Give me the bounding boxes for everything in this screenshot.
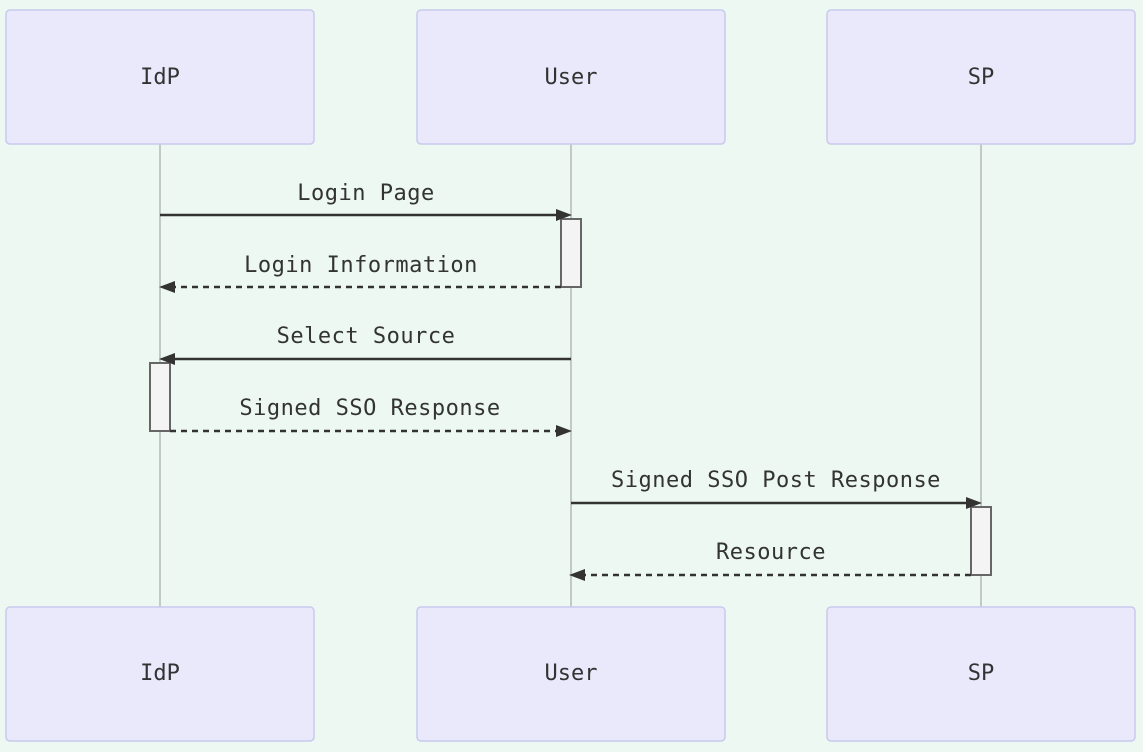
arrow-left-icon bbox=[159, 353, 175, 365]
message-label: Select Source bbox=[277, 324, 456, 349]
message-resource: Resource bbox=[569, 540, 971, 581]
arrow-right-icon bbox=[556, 209, 572, 221]
actor-label: IdP bbox=[140, 65, 180, 90]
message-label: Signed SSO Response bbox=[239, 396, 500, 421]
message-select-source: Select Source bbox=[159, 324, 571, 365]
actor-bottom-sp: SP bbox=[826, 606, 1136, 742]
message-label: Resource bbox=[716, 540, 826, 565]
actor-label: SP bbox=[968, 65, 995, 90]
actor-top-idp: IdP bbox=[5, 9, 315, 145]
actor-label: User bbox=[545, 65, 598, 90]
actor-top-user: User bbox=[416, 9, 726, 145]
message-label: Login Page bbox=[297, 181, 434, 206]
actor-label: SP bbox=[968, 661, 995, 686]
arrow-left-icon bbox=[569, 569, 585, 581]
activation-bar-user bbox=[560, 218, 582, 288]
arrow-right-icon bbox=[556, 425, 572, 437]
actor-bottom-idp: IdP bbox=[5, 606, 315, 742]
actor-bottom-user: User bbox=[416, 606, 726, 742]
message-login-information: Login Information bbox=[159, 253, 561, 293]
arrow-right-icon bbox=[966, 497, 982, 509]
activation-bar-idp bbox=[149, 362, 171, 432]
actor-top-sp: SP bbox=[826, 9, 1136, 145]
message-login-page: Login Page bbox=[160, 181, 572, 221]
actor-label: User bbox=[545, 661, 598, 686]
activation-bar-sp bbox=[970, 506, 992, 576]
arrow-left-icon bbox=[159, 281, 175, 293]
message-signed-sso-post-response: Signed SSO Post Response bbox=[571, 468, 982, 509]
message-label: Signed SSO Post Response bbox=[611, 468, 941, 493]
message-label: Login Information bbox=[244, 253, 478, 278]
message-signed-sso-response: Signed SSO Response bbox=[170, 396, 572, 437]
actor-label: IdP bbox=[140, 661, 180, 686]
